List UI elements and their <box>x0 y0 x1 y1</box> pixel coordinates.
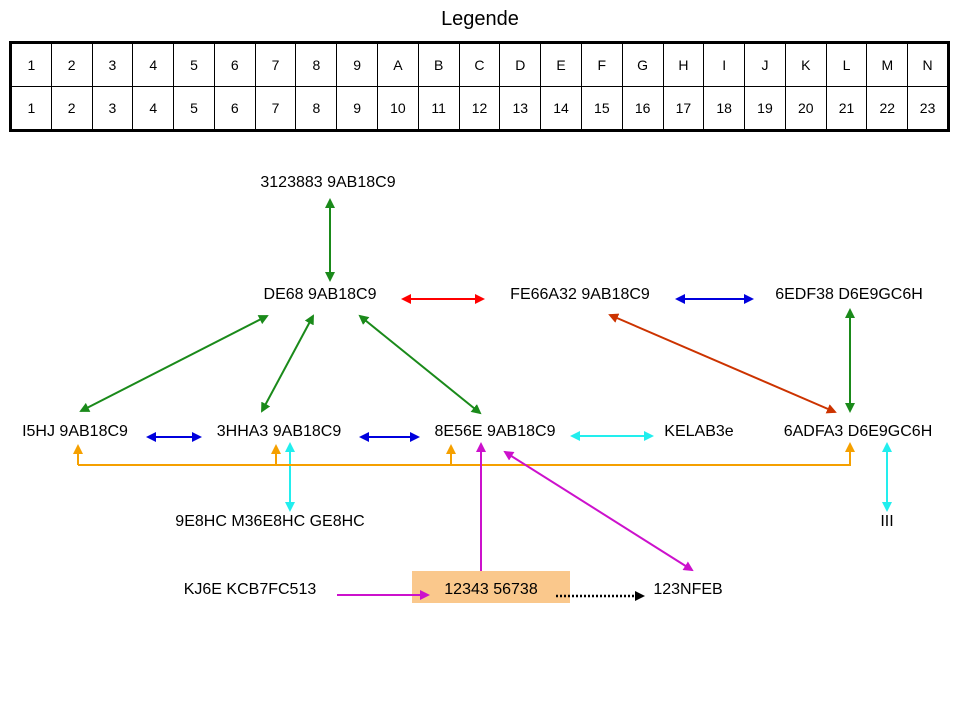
legend-code-cell: 3 <box>91 42 134 87</box>
legend-code-cell: 6 <box>213 42 256 87</box>
legend-value-cell: 7 <box>254 86 297 131</box>
legend-value-cell: 9 <box>336 86 379 131</box>
node-de68: DE68 9AB18C9 <box>264 286 377 303</box>
legend-code-cell: 2 <box>50 42 93 87</box>
arrow-de68-e56e <box>358 314 482 415</box>
legend-title: Legende <box>441 8 519 30</box>
legend-code-cell: C <box>458 42 501 87</box>
legend-code-cell: 8 <box>295 42 338 87</box>
legend-code-cell: L <box>825 42 868 87</box>
node-kj6e: KJ6E KCB7FC513 <box>184 581 317 598</box>
legend-code-cell: F <box>580 42 623 87</box>
legend-value-cell: 4 <box>132 86 175 131</box>
legend-value-cell: 19 <box>744 86 786 131</box>
legend-code-cell: G <box>621 42 664 87</box>
legend-value-cell: 21 <box>825 86 868 131</box>
center-highlight-box <box>412 571 570 603</box>
legend-value-cell: 2 <box>50 86 93 131</box>
legend-value-cell: 6 <box>213 86 256 131</box>
node-9e8hc: 9E8HC M36E8HC GE8HC <box>175 513 364 530</box>
legend-code-cell: 4 <box>132 42 175 87</box>
legend-value-cell: 16 <box>621 86 664 131</box>
arrow-de68-i5hj <box>79 315 269 412</box>
legend-value-cell: 5 <box>173 86 215 131</box>
legend-value-cell: 11 <box>417 86 460 131</box>
node-iii: III <box>880 513 893 530</box>
legend-code-cell: M <box>866 42 909 87</box>
node-3hha3: 3HHA3 9AB18C9 <box>217 423 342 440</box>
legend-value-cell: 12 <box>458 86 501 131</box>
legend-value-cell: 3 <box>91 86 134 131</box>
legend-value-cell: 20 <box>784 86 827 131</box>
legend-value-cell: 22 <box>866 86 909 131</box>
legend-value-cell: 14 <box>540 86 582 131</box>
legend-code-cell: 5 <box>173 42 215 87</box>
node-123nfeb: 123NFEB <box>653 581 722 598</box>
node-3123883: 3123883 9AB18C9 <box>260 174 395 191</box>
legend-value-cell: 18 <box>703 86 746 131</box>
legend-value-cell: 10 <box>377 86 419 131</box>
legend-code-cell: K <box>784 42 827 87</box>
legend-code-cell: 1 <box>10 42 52 87</box>
arrow-de68-hha3 <box>261 314 314 413</box>
legend-value-cell: 17 <box>662 86 705 131</box>
orange-bus-line <box>78 442 855 466</box>
legend-code-cell: 7 <box>254 42 297 87</box>
node-kelab3e: KELAB3e <box>664 423 733 440</box>
legend-value-cell: 23 <box>907 86 949 131</box>
arrow-fe66-adfa3 <box>608 313 837 414</box>
node-i5hj: I5HJ 9AB18C9 <box>22 423 128 440</box>
legend-code-cell: N <box>907 42 949 87</box>
legend-code-cell: H <box>662 42 705 87</box>
legend-value-cell: 15 <box>580 86 623 131</box>
node-fe66a32: FE66A32 9AB18C9 <box>510 286 650 303</box>
node-12343-56738: 12343 56738 <box>444 581 538 598</box>
node-6edf38: 6EDF38 D6E9GC6H <box>775 286 923 303</box>
node-6adfa3: 6ADFA3 D6E9GC6H <box>784 423 933 440</box>
node-8e56e: 8E56E 9AB18C9 <box>435 423 556 440</box>
arrow-e56e-nfeb <box>503 450 694 572</box>
